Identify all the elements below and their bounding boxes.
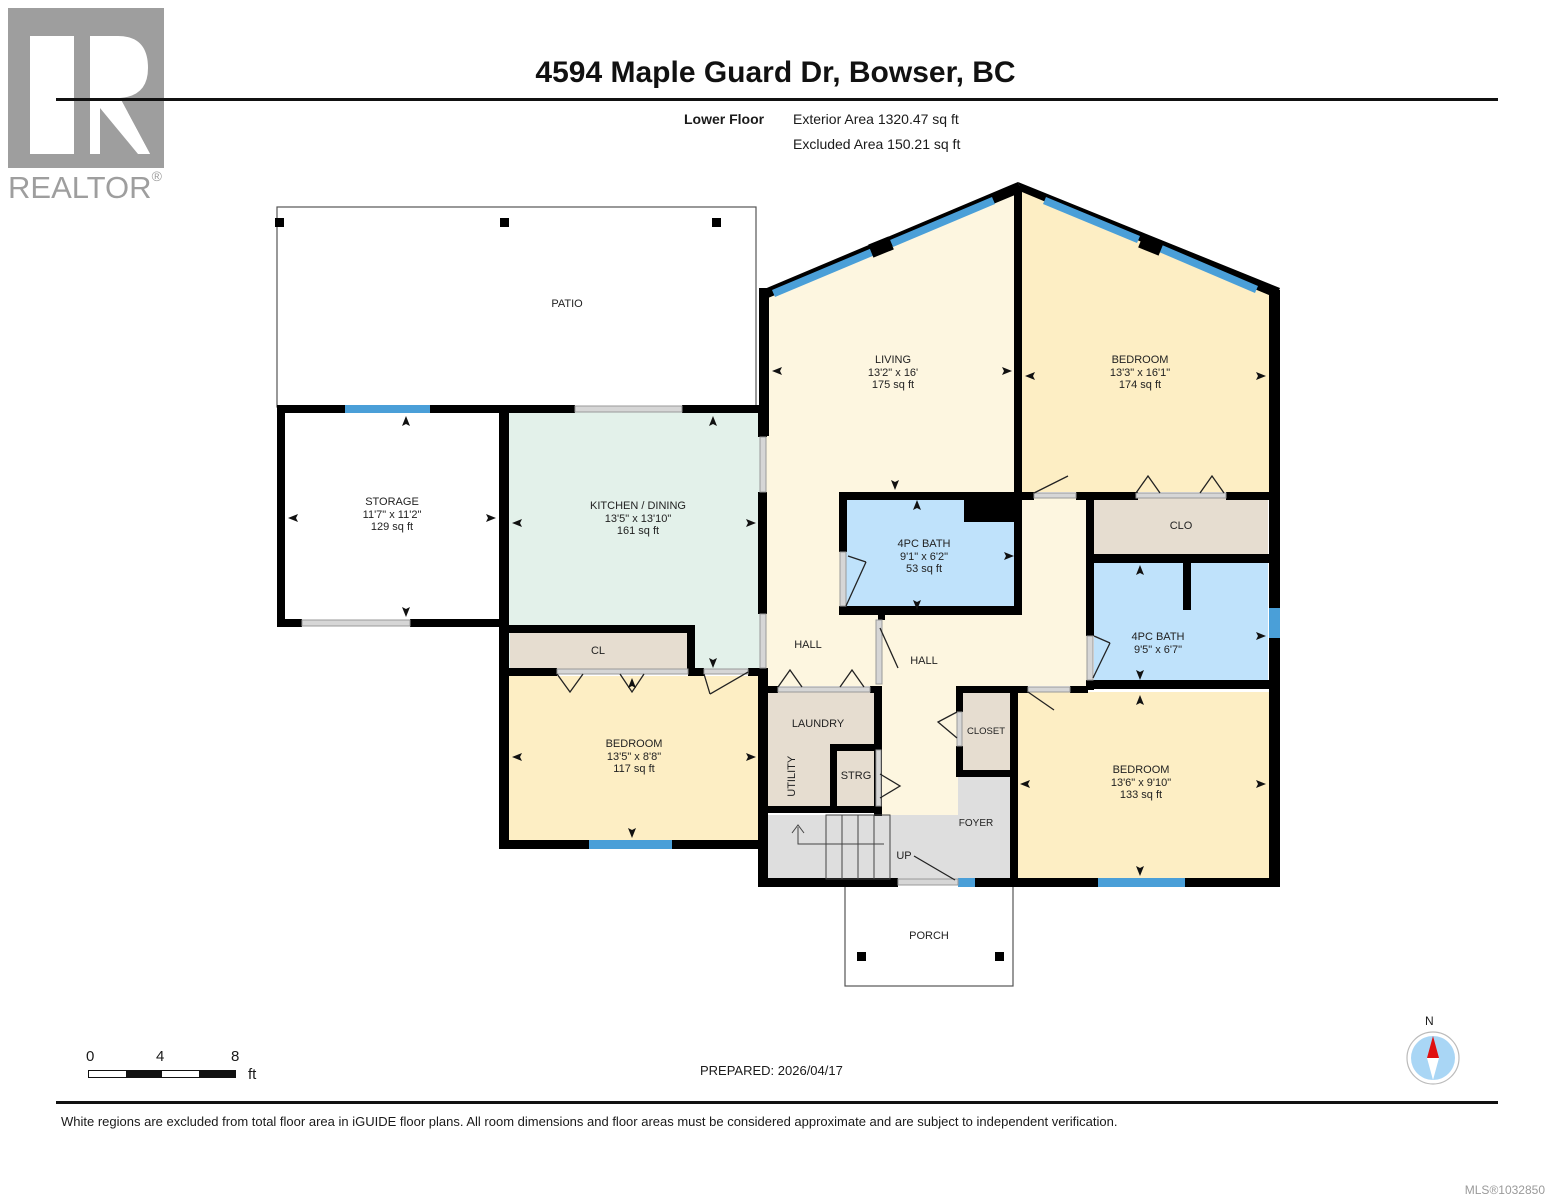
room-utility: UTILITY: [785, 755, 798, 797]
room-closet: CLOSET: [966, 726, 1006, 737]
bedroom-sw-fill: [508, 676, 758, 842]
post-icon: [500, 218, 509, 227]
chase-block: [964, 498, 1016, 522]
bedroom-se-fill: [1018, 692, 1272, 878]
room-hall-center: HALL: [910, 655, 938, 667]
room-strg: STRG: [840, 770, 872, 782]
room-patio: PATIO: [551, 298, 583, 310]
realtor-wordmark: REALTOR®: [8, 168, 162, 205]
page-title: 4594 Maple Guard Dr, Bowser, BC: [535, 56, 1016, 89]
room-storage: STORAGE 11'7" x 11'2" 129 sq ft: [362, 496, 422, 533]
room-porch: PORCH: [909, 930, 949, 942]
patio-area: [276, 206, 757, 408]
scale-tick-4: 4: [156, 1048, 165, 1065]
room-kitchen-dining: KITCHEN / DINING 13'5" x 13'10" 161 sq f…: [590, 500, 686, 537]
scale-unit: ft: [248, 1066, 257, 1083]
cl-fill: [510, 632, 688, 670]
room-bath-center: 4PC BATH 9'1" x 6'2" 53 sq ft: [897, 538, 951, 575]
exterior-area: Exterior Area 1320.47 sq ft: [793, 111, 959, 127]
realtor-logo: [8, 8, 164, 168]
compass-north-label: N: [1425, 1014, 1434, 1028]
clo-fill: [1094, 498, 1268, 556]
room-bedroom-southwest: BEDROOM 13'5" x 8'8" 117 sq ft: [605, 738, 663, 775]
room-living: LIVING 13'2" x 16' 175 sq ft: [867, 354, 919, 391]
closet-fill: [962, 692, 1012, 772]
windows: [345, 197, 1280, 887]
header-divider: [56, 98, 1498, 101]
mls-number: MLS®1032850: [1464, 1183, 1545, 1197]
disclaimer-text: White regions are excluded from total fl…: [61, 1114, 1118, 1129]
room-laundry: LAUNDRY: [791, 718, 845, 730]
post-icon: [712, 218, 721, 227]
room-hall-west: HALL: [794, 639, 822, 651]
room-bath-east: 4PC BATH 9'5" x 6'7": [1131, 631, 1185, 656]
dimension-markers: [288, 367, 1266, 876]
room-clo: CLO: [1169, 520, 1193, 532]
room-foyer: FOYER: [958, 818, 994, 829]
strg-fill: [836, 744, 878, 808]
logo-r-icon: [90, 36, 150, 154]
floor-name: Lower Floor: [684, 111, 765, 127]
storage-fill: [284, 412, 500, 622]
compass-icon: [1406, 1031, 1460, 1085]
doors: [301, 405, 1227, 886]
scale-tick-8: 8: [231, 1048, 240, 1065]
foyer-fill-2: [958, 775, 1012, 817]
post-icon: [275, 218, 284, 227]
room-cl: CL: [590, 645, 606, 657]
excluded-area: Excluded Area 150.21 sq ft: [793, 136, 961, 152]
post-icon: [995, 952, 1004, 961]
post-icon: [857, 952, 866, 961]
door-swings: [556, 474, 1225, 881]
scale-graphic: [88, 1070, 236, 1078]
prepared-date: PREPARED: 2026/04/17: [700, 1063, 843, 1078]
foyer-fill: [766, 815, 1012, 879]
logo-bar: [30, 36, 74, 154]
bedroom-ne-fill: [1022, 186, 1272, 492]
footer-divider: [56, 1101, 1498, 1104]
scale-tick-0: 0: [86, 1048, 95, 1065]
bath-east-fill: [1094, 562, 1268, 684]
room-bedroom-northeast: BEDROOM 13'3" x 16'1" 174 sq ft: [1109, 354, 1171, 391]
room-bedroom-southeast: BEDROOM 13'6" x 9'10" 133 sq ft: [1110, 764, 1172, 801]
stairs-icon: [791, 814, 891, 880]
stairs-up-label: UP: [896, 850, 912, 862]
